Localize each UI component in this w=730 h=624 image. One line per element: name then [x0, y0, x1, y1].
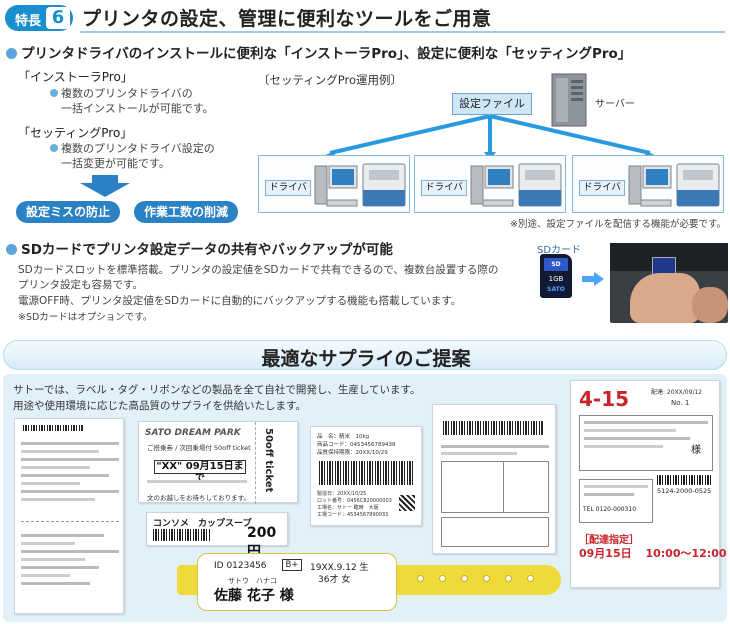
heading-dot-icon: [6, 244, 17, 255]
delivery-label-sample: 4-15 配達: 20XX/09/12 No. 1 様 5124-2000-05…: [570, 380, 727, 588]
feature-badge: 特長 6: [5, 5, 73, 31]
benefit-pill-error-prevention: 設定ミスの防止: [16, 201, 120, 223]
arrow-down-icon: [80, 175, 130, 197]
supply-banner-title: 最適なサプライのご提案: [261, 348, 471, 370]
heading-dot-icon: [6, 48, 17, 59]
delivery-spec-label: ［配達指定］: [579, 535, 639, 546]
qr-code-icon: [399, 495, 415, 511]
shipping-slip-sample: [432, 404, 556, 554]
feature-number: 6: [46, 7, 70, 29]
price-tag-sample: コンソメ カップスープ 200円: [146, 512, 288, 560]
benefit-pill-workload-reduction: 作業工数の削減: [134, 201, 238, 223]
feature-label: 特長: [15, 14, 42, 29]
pc-printer-icon: [314, 163, 406, 207]
arrow-right-icon: [582, 272, 604, 286]
driver-cluster-2: ドライバ: [414, 155, 566, 213]
driver-label: ドライバ: [421, 180, 467, 196]
receipt-label-sample: [14, 418, 124, 614]
bullet-dot-icon: [50, 144, 58, 152]
delivery-number: 4-15: [579, 387, 630, 411]
sd-card-icon: SD 1GB SATO: [540, 254, 572, 298]
driver-label: ドライバ: [579, 180, 625, 196]
settings-footnote: ※別途、設定ファイルを配信する機能が必要です。: [510, 219, 727, 230]
supply-description-line2: 用途や使用環境に応じた高品質のサプライを供給いたします。: [13, 400, 306, 412]
sd-description-line3: 電源OFF時、プリンタ設定値をSDカードに自動的にバックアップする機能も搭載して…: [18, 295, 462, 307]
wristband-blood-type: B+: [282, 559, 302, 571]
server-icon: [551, 73, 587, 127]
ticket-date: "XX" 09月15日まで: [154, 460, 246, 484]
price-tag-product-name: コンソメ カップスープ: [153, 519, 252, 529]
sd-note: ※SDカードはオプションです。: [18, 312, 153, 323]
ticket-sample: SATO DREAM PARK ご搭乗券 / 次回乗場付 50off ticke…: [138, 421, 298, 504]
installer-label: 「インストーラPro」: [18, 70, 133, 84]
setting-label: 「セッティングPro」: [18, 126, 133, 140]
bullet-dot-icon: [50, 89, 58, 97]
pc-printer-icon: [470, 163, 562, 207]
sd-description-line2: プリンタ設定も容易です。: [18, 279, 143, 291]
ticket-title: SATO DREAM PARK: [145, 428, 241, 438]
wristband-sample: ID 0123456 B+ 19XX.9.12 生 36才 女 サトウ ハナコ …: [177, 553, 561, 611]
wristband-name: 佐藤 花子 様: [214, 588, 294, 604]
wristband-dob: 19XX.9.12 生: [310, 563, 369, 573]
header-divider: [80, 31, 725, 33]
page-title: プリンタの設定、管理に便利なツールをご用意: [82, 8, 492, 30]
setting-description: 複数のプリンタドライバ設定の 一括変更が可能です。: [50, 141, 240, 171]
wristband-face: ID 0123456 B+ 19XX.9.12 生 36才 女 サトウ ハナコ …: [197, 553, 397, 611]
wristband-id: ID 0123456: [214, 561, 267, 571]
sd-card-label: SDカード: [537, 245, 582, 256]
section-heading-tools: プリンタドライバのインストールに便利な「インストーラPro」、設定に便利な「セッ…: [6, 42, 631, 62]
sd-description-line1: SDカードスロットを標準搭載。プリンタの設定値をSDカードで共有できるので、複数…: [18, 264, 499, 276]
section-heading-sd: SDカードでプリンタ設定データの共有やバックアップが可能: [6, 238, 393, 258]
pc-printer-icon: [628, 163, 720, 207]
supply-description-line1: サトーでは、ラベル・タグ・リボンなどの製品を全て自社で開発し、生産しています。: [13, 384, 421, 396]
settings-file-box: 設定ファイル: [452, 93, 532, 115]
driver-cluster-1: ドライバ: [258, 155, 410, 213]
sd-insert-photo: [610, 243, 728, 323]
example-label: 〔セッティングPro運用例〕: [258, 73, 403, 87]
server-label: サーバー: [595, 99, 635, 110]
supply-banner: 最適なサプライのご提案: [3, 340, 727, 370]
ticket-vertical-text: 50off ticket: [263, 428, 274, 493]
wristband-age: 36才 女: [318, 575, 351, 585]
product-label-sample: 品 名：精米 10kg 商品コード：0453456789438 品質保持期限：2…: [310, 426, 422, 526]
installer-description: 複数のプリンタドライバの 一括インストールが可能です。: [50, 86, 240, 116]
delivery-spec-date: 09月15日 10:00～12:00: [579, 547, 727, 560]
driver-label: ドライバ: [265, 180, 311, 196]
page-header: 特長 6 プリンタの設定、管理に便利なツールをご用意: [0, 0, 730, 34]
driver-cluster-3: ドライバ: [572, 155, 724, 213]
wristband-kana: サトウ ハナコ: [228, 577, 277, 585]
